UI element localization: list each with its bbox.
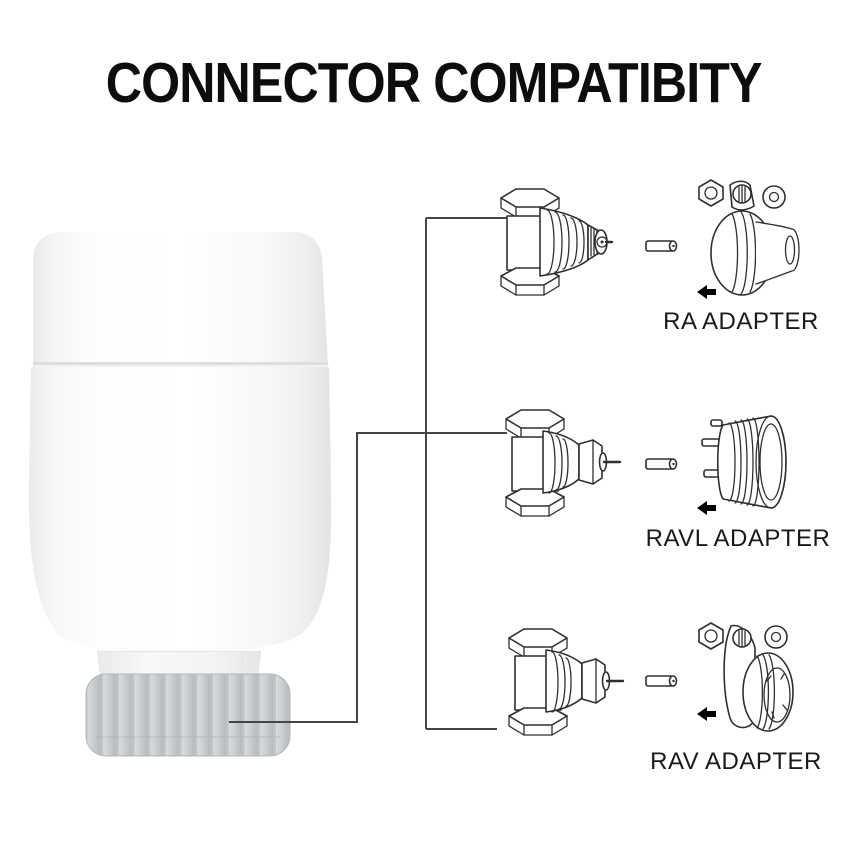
ravl-adapter-label: RAVL ADAPTER bbox=[645, 525, 831, 552]
adapter-pin-icon bbox=[645, 458, 678, 470]
device-knurled-ring bbox=[85, 673, 291, 757]
rav-adapter-icon bbox=[698, 622, 794, 732]
ravl-adapter-icon bbox=[701, 415, 787, 509]
left-arrow-icon bbox=[697, 285, 716, 299]
rav-adapter-label: RAV ADAPTER bbox=[650, 748, 822, 775]
valve-drawing-ra bbox=[500, 188, 614, 296]
valve-drawing-rav bbox=[508, 628, 625, 736]
left-arrow-icon bbox=[697, 707, 716, 721]
device-illustration bbox=[29, 232, 332, 757]
page-title: CONNECTOR COMPATIBITY bbox=[0, 50, 868, 116]
valve-drawing-ravl bbox=[505, 409, 622, 517]
adapter-pin-icon bbox=[645, 240, 678, 252]
left-arrow-icon bbox=[697, 501, 716, 515]
adapter-pin-icon bbox=[645, 675, 678, 687]
ra-adapter-icon bbox=[698, 179, 800, 296]
ra-adapter-label: RA ADAPTER bbox=[663, 308, 819, 335]
page-title-text: CONNECTOR COMPATIBITY bbox=[106, 51, 763, 115]
connector-lines bbox=[229, 217, 507, 730]
